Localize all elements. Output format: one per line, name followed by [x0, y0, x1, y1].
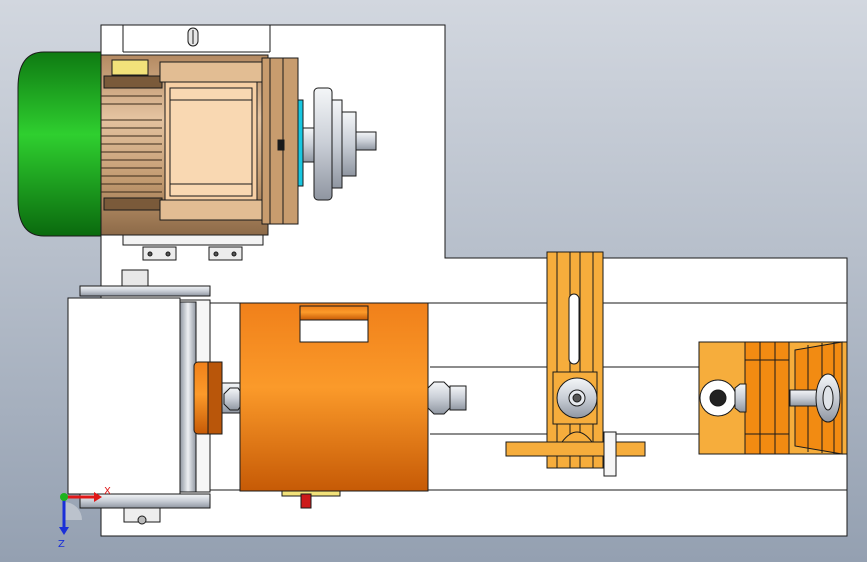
drum-pin	[300, 493, 312, 509]
motor-end-cap	[17, 51, 102, 237]
gearbox-housing	[67, 269, 211, 525]
y-axis-dot	[60, 493, 68, 501]
drum-output-shaft	[427, 381, 467, 415]
flange-ring	[297, 99, 304, 187]
coordinate-triad-icon: X Z	[58, 486, 111, 550]
motor-pulley	[302, 87, 377, 201]
z-axis-label: Z	[58, 539, 65, 550]
tailstock-assembly	[698, 341, 848, 455]
cooling-fins	[101, 95, 162, 193]
electric-motor	[17, 51, 304, 237]
slider-bracket	[505, 251, 646, 477]
x-axis-label: X	[104, 486, 111, 497]
nameplate	[111, 59, 149, 76]
orange-drum	[239, 302, 429, 509]
adjust-slot	[568, 293, 580, 365]
shaft-coupling	[193, 361, 243, 435]
